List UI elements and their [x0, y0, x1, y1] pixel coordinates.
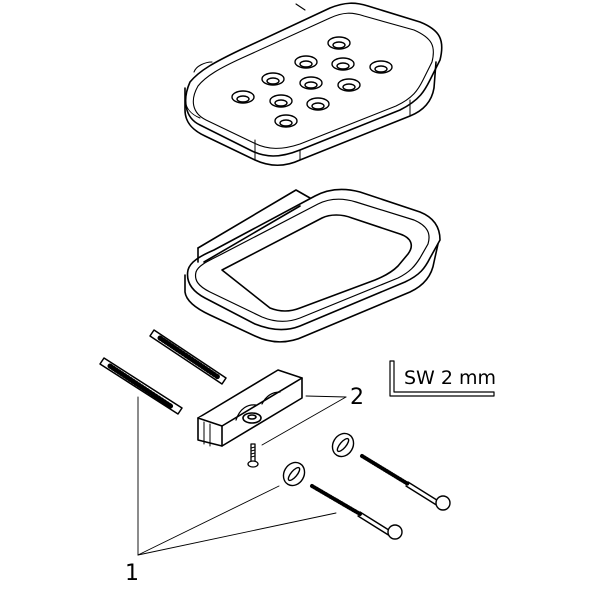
callout-2: 2 [350, 385, 364, 410]
wall-bracket [197, 369, 303, 447]
hex-key-icon [389, 360, 495, 397]
soap-insert [184, 2, 443, 167]
wood-screw-left [310, 484, 403, 540]
wall-plug-upper [149, 329, 227, 385]
soap-tray [184, 188, 441, 343]
washers [282, 432, 355, 487]
wood-screw-right [360, 454, 451, 511]
set-screw [247, 443, 259, 468]
wood-screws [310, 454, 451, 540]
leader-lines [137, 395, 347, 556]
wall-plugs [99, 329, 227, 415]
drain-holes [231, 36, 393, 128]
tool-size-label: SW 2 mm [404, 367, 496, 389]
callout-1: 1 [125, 561, 139, 586]
wall-plug-lower [99, 357, 183, 415]
